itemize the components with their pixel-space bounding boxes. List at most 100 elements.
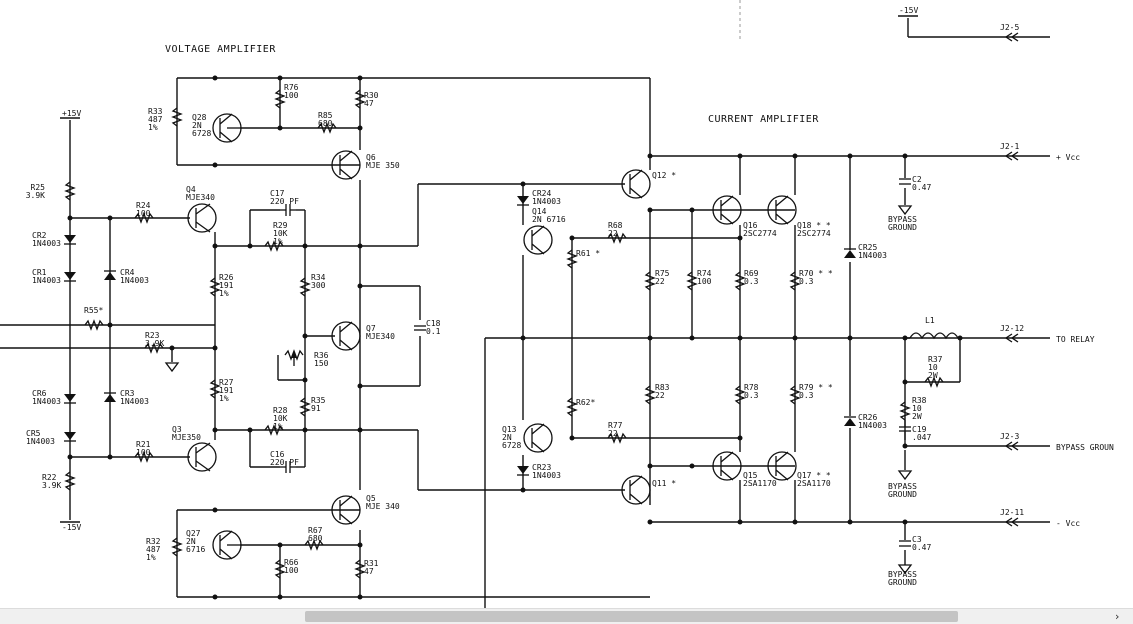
label-r28-line3: 1%	[273, 422, 283, 431]
junction-dots	[67, 75, 963, 600]
transistor-q3	[187, 442, 217, 472]
label-q13-line3: 6728	[502, 441, 521, 450]
rail-label-plus15: +15V	[62, 109, 81, 118]
transistor-q4	[187, 203, 217, 233]
label-q13-line1: Q13	[502, 425, 517, 434]
label-r22-line1: R22	[42, 473, 57, 482]
scrollbar-thumb[interactable]	[305, 611, 958, 622]
transistor-q18	[767, 195, 797, 225]
ground-symbol-r23	[164, 362, 180, 373]
label-r34-line2: 300	[311, 281, 326, 290]
label-r27-line2: 191	[219, 386, 234, 395]
label-q28-line2: 2N	[192, 121, 202, 130]
resistor-r75	[644, 271, 656, 291]
label-q12-line1: Q12 *	[652, 171, 676, 180]
label-cr1-line1: CR1	[32, 268, 47, 277]
diode-cr25	[844, 248, 856, 258]
diode-cr5	[64, 432, 76, 442]
label-r66-line1: R66	[284, 558, 299, 567]
horizontal-scrollbar[interactable]: ›	[0, 608, 1133, 624]
label-r30-line2: 47	[364, 99, 374, 108]
inductor-l1	[909, 332, 959, 340]
ground-symbol-c3	[897, 564, 913, 575]
label-r28-line2: 10K	[273, 414, 288, 423]
resistor-r79	[789, 385, 801, 405]
label-r25-line2: 3.9K	[26, 191, 45, 200]
resistor-r25	[64, 181, 76, 201]
label-r67-line1: R67	[308, 526, 323, 535]
resistor-r85	[317, 122, 337, 134]
connector-j2-11-id: J2-11	[1000, 508, 1024, 517]
resistor-r24	[134, 212, 154, 224]
label-cr6-line2: 1N4003	[32, 397, 61, 406]
label-q5-line2: MJE 340	[366, 502, 400, 511]
label-cr23-line2: 1N4003	[532, 471, 561, 480]
resistor-r66	[274, 559, 286, 579]
label-r24-line2: 100	[136, 209, 151, 218]
label-r32-line2: 487	[146, 545, 161, 554]
label-r77-line1: R77	[608, 421, 623, 430]
label-r29-line3: 1%	[273, 237, 283, 246]
label-cr3-line2: 1N4003	[120, 397, 149, 406]
label-q13-line2: 2N	[502, 433, 512, 442]
label-cr2-line2: 1N4003	[32, 239, 61, 248]
transistor-q7	[331, 321, 361, 351]
resistor-r35	[299, 397, 311, 417]
ground-symbol-c19	[897, 470, 913, 481]
transistor-q11	[621, 475, 651, 505]
capacitor-c2	[899, 178, 911, 185]
label-q6-line1: Q6	[366, 153, 376, 162]
label-r31-line1: R31	[364, 559, 379, 568]
label-r32-line1: R32	[146, 537, 161, 546]
transistor-q15	[712, 451, 742, 481]
label-c3-line1: C3	[912, 535, 922, 544]
capacitor-c17	[280, 204, 296, 216]
transistor-q28	[212, 113, 242, 143]
resistor-r70	[789, 271, 801, 291]
label-r68-line2: 22	[608, 229, 618, 238]
resistor-r31	[354, 559, 366, 579]
label-r83-line1: R83	[655, 383, 670, 392]
resistor-r28	[264, 424, 284, 436]
scroll-right-arrow-icon[interactable]: ›	[1115, 610, 1120, 623]
label-r83-line2: 22	[655, 391, 665, 400]
label-r24-line1: R24	[136, 201, 151, 210]
diode-cr1	[64, 272, 76, 282]
label-r79-line1: R79 * *	[799, 383, 833, 392]
grounds	[164, 205, 913, 575]
label-cr26-line1: CR26	[858, 413, 877, 422]
label-r78-line1: R78	[744, 383, 759, 392]
label-q28-line3: 6728	[192, 129, 211, 138]
label-cr25-line2: 1N4003	[858, 251, 887, 260]
resistor-r21	[134, 451, 154, 463]
heading-current-amplifier: CURRENT AMPLIFIER	[708, 114, 819, 125]
label-q4-line2: MJE340	[186, 193, 215, 202]
label-q27-line1: Q27	[186, 529, 201, 538]
diode-cr6	[64, 394, 76, 404]
label-r85-line1: R85	[318, 111, 333, 120]
label-r26-line1: R26	[219, 273, 234, 282]
label-cr4-line2: 1N4003	[120, 276, 149, 285]
label-bypass2-line2: GROUND	[888, 490, 917, 499]
label-r66-line2: 100	[284, 566, 299, 575]
label-c17-line2: 220 PF	[270, 197, 299, 206]
connector-j2-3-signal: BYPASS GROUN	[1056, 443, 1114, 452]
resistor-r29	[264, 240, 284, 252]
capacitor-c18	[414, 325, 426, 331]
resistor-r76	[274, 89, 286, 109]
label-cr2-line1: CR2	[32, 231, 47, 240]
label-cr26-line2: 1N4003	[858, 421, 887, 430]
r36-wiper	[291, 352, 297, 366]
label-r69-line2: 0.3	[744, 277, 759, 286]
label-r76-line2: 100	[284, 91, 299, 100]
label-c16-line2: 220 PF	[270, 458, 299, 467]
transistor-q13	[523, 423, 553, 453]
label-r74-line1: R74	[697, 269, 712, 278]
label-r85-line2: 680	[318, 119, 333, 128]
label-cr3-line1: CR3	[120, 389, 135, 398]
resistor-r38	[899, 401, 911, 421]
resistor-r30	[354, 89, 366, 109]
label-bypass3-line2: GROUND	[888, 578, 917, 587]
connector-j2-12-signal: TO RELAY	[1056, 335, 1095, 344]
label-r76-line1: R76	[284, 83, 299, 92]
